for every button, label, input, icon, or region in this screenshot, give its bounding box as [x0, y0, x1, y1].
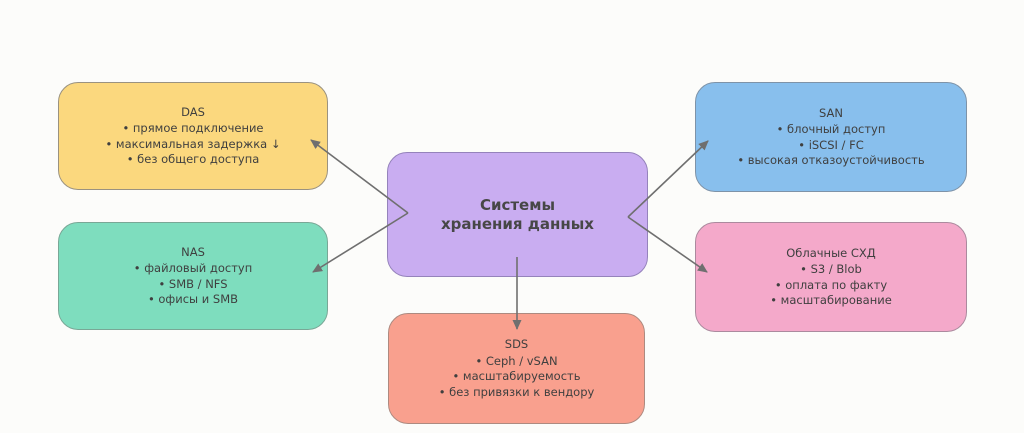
node-san-bullet: • iSCSI / FC	[798, 137, 864, 152]
node-nas: NAS • файловый доступ • SMB / NFS • офис…	[58, 222, 328, 330]
node-nas-title: NAS	[181, 244, 205, 259]
node-nas-bullet: • офисы и SMB	[147, 292, 239, 306]
node-das-bullet: • максимальная задержка ↓	[105, 136, 281, 151]
node-nas-bullet: • файловый доступ	[133, 261, 253, 275]
node-cloud-bullet: • оплата по факту	[774, 277, 888, 292]
node-cloud-title: Облачные СХД	[786, 245, 876, 260]
node-sds-bullet: • Ceph / vSAN	[475, 353, 558, 368]
node-sds-title: SDS	[504, 337, 529, 351]
node-san: SAN • блочный доступ • iSCSI / FC • высо…	[695, 82, 967, 192]
node-san-bullet: • высокая отказоустойчивость	[737, 153, 925, 167]
node-sds-bullet: • масштабируемость	[452, 369, 581, 383]
node-center-storage-systems: Системы хранения данных	[387, 152, 648, 277]
node-das-title: DAS	[181, 104, 205, 119]
node-das-bullet: • без общего доступа	[126, 152, 260, 166]
center-title-line2: хранения данных	[440, 214, 594, 233]
node-sds: SDS • Ceph / vSAN • масштабируемость • б…	[388, 313, 645, 424]
node-san-bullet: • блочный доступ	[776, 122, 886, 136]
node-nas-bullet: • SMB / NFS	[158, 276, 228, 291]
node-cloud-bullet: • масштабирование	[770, 293, 892, 307]
node-sds-bullet: • без привязки к вендору	[438, 384, 595, 399]
node-das-bullet: • прямое подключение	[122, 121, 264, 135]
node-san-title: SAN	[819, 105, 843, 120]
node-das: DAS • прямое подключение • максимальная …	[58, 82, 328, 190]
node-cloud-storage: Облачные СХД • S3 / Blob • оплата по фак…	[695, 222, 967, 332]
node-cloud-bullet: • S3 / Blob	[800, 262, 862, 276]
center-title-line1: Системы	[479, 195, 556, 214]
